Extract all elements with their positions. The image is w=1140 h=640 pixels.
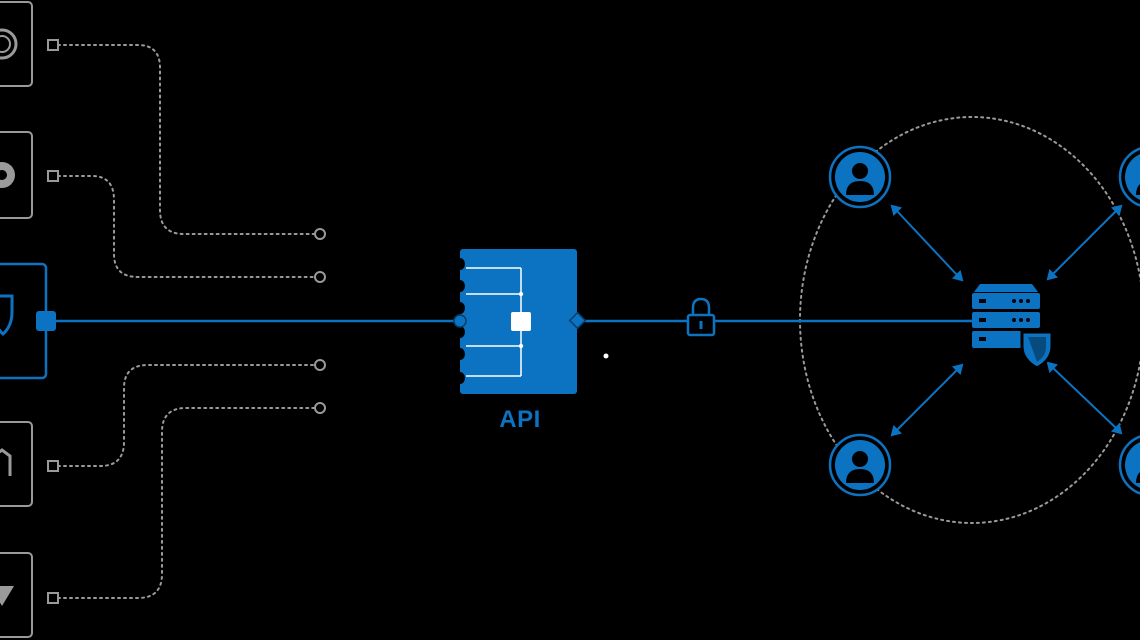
client-user-bottom-right (1118, 435, 1140, 495)
connector-line-2 (57, 175, 316, 278)
triangle-brand-icon (0, 586, 14, 606)
source-card-3-active (0, 262, 56, 380)
source-card-1 (0, 1, 33, 87)
api-label: API (499, 406, 541, 433)
joomla-icon (0, 162, 15, 188)
user-icon (846, 163, 874, 195)
endpoint-circle-1 (314, 228, 326, 240)
arrow-top-left (896, 210, 958, 276)
api-block (453, 249, 587, 394)
user-icon (846, 451, 874, 483)
arrow-bottom-right (1052, 367, 1117, 429)
magento-icon (0, 448, 12, 476)
client-user-top-left (828, 145, 892, 209)
api-input-port (453, 314, 467, 328)
shield-brand-icon (0, 294, 14, 337)
anchor-square-4 (47, 460, 59, 472)
anchor-square-5 (47, 592, 59, 604)
api-output-port (568, 311, 587, 330)
source-card-2 (0, 131, 33, 219)
anchor-square-1 (47, 39, 59, 51)
api-core-square (511, 312, 531, 331)
server-shield-icon (972, 284, 1054, 370)
user-icon (1136, 472, 1140, 483)
anchor-square-2 (47, 170, 59, 182)
source-card-4 (0, 421, 33, 507)
user-icon (1136, 184, 1140, 195)
arrow-top-right (1052, 210, 1117, 275)
client-user-bottom-left (828, 433, 892, 497)
endpoint-circle-2 (314, 271, 326, 283)
padlock-icon (686, 297, 716, 337)
wordpress-icon (0, 28, 18, 60)
connector-line-1 (57, 44, 316, 235)
small-dot (603, 353, 609, 359)
connector-line-5 (57, 407, 316, 599)
arrow-bottom-left (896, 369, 958, 431)
endpoint-circle-4 (314, 359, 326, 371)
endpoint-circle-5 (314, 402, 326, 414)
client-user-top-right (1118, 147, 1140, 207)
connector-line-4 (57, 364, 316, 467)
source-card-5 (0, 552, 33, 638)
